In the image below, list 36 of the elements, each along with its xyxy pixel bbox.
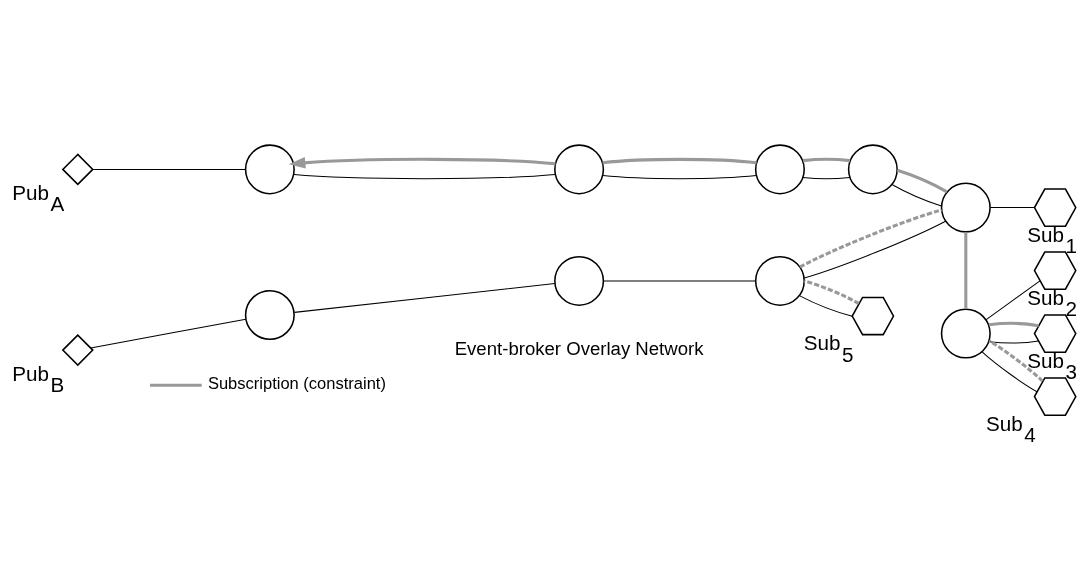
connector — [90, 318, 247, 349]
connector — [802, 157, 851, 163]
connector — [985, 280, 1041, 321]
connector — [803, 220, 947, 279]
node-circle — [754, 144, 805, 195]
connector — [293, 283, 556, 313]
node-circle — [940, 308, 991, 359]
connector — [602, 157, 757, 165]
connector — [988, 339, 1044, 383]
node-circle — [244, 144, 295, 195]
connector — [981, 351, 1038, 393]
connector — [602, 175, 757, 180]
connector — [989, 207, 1035, 209]
connector — [802, 176, 851, 180]
connector — [92, 168, 246, 170]
node-circle — [554, 255, 605, 306]
connector — [798, 295, 853, 317]
node-circle — [847, 144, 898, 195]
connector — [603, 280, 757, 282]
legend-label: Subscription (constraint) — [207, 374, 386, 394]
connector — [803, 279, 860, 305]
connector — [964, 232, 968, 309]
node-circle — [754, 255, 805, 306]
node-diamond — [61, 153, 94, 186]
label: Event-broker Overlay Network — [454, 337, 704, 359]
connector — [988, 340, 1039, 344]
connector — [896, 168, 948, 194]
node-diamond — [61, 334, 94, 367]
node-circle — [940, 182, 991, 233]
node-circle — [244, 289, 295, 341]
connector — [293, 174, 556, 180]
arrow — [288, 156, 556, 169]
connector — [891, 184, 942, 207]
node-circle — [554, 144, 605, 195]
connector — [799, 208, 943, 269]
connector — [988, 321, 1039, 328]
